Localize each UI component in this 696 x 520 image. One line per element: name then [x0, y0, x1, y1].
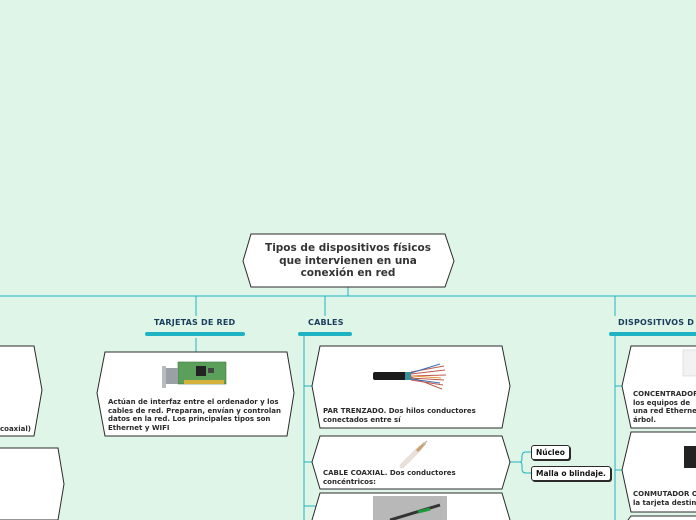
twisted-pair-cable-image — [373, 363, 447, 390]
heading-cables[interactable]: CABLES — [308, 318, 344, 327]
dispositivo-conmutador-text[interactable]: CONMUTADOR O la tarjeta destin — [633, 490, 696, 507]
switch-image — [684, 446, 696, 468]
heading-dispositivos[interactable]: DISPOSITIVOS D — [618, 318, 695, 327]
coaxial-part-malla[interactable]: Malla o blindaje. — [531, 466, 611, 481]
left-card-partial-text[interactable]: coaxial) — [0, 425, 31, 433]
cable-par-trenzado-text[interactable]: PAR TRENZADO. Dos hilos conductores cone… — [323, 407, 476, 424]
coaxial-cable-image — [399, 440, 428, 469]
tarjetas-description[interactable]: Actúan de interfaz entre el ordenador y … — [108, 398, 281, 432]
heading-tarjetas-de-red[interactable]: TARJETAS DE RED — [154, 318, 236, 327]
central-node-title[interactable]: Tipos de dispositivos físicos que interv… — [265, 242, 431, 279]
hub-image — [682, 349, 696, 377]
fiber-cable-image — [373, 496, 447, 520]
dispositivo-concentrador-text[interactable]: CONCENTRADOR los equipos de una red Ethe… — [633, 390, 696, 424]
coaxial-part-nucleo[interactable]: Núcleo — [531, 445, 570, 460]
heading-bar-dispositivos — [609, 332, 696, 336]
heading-bar-tarjetas — [145, 332, 245, 336]
heading-bar-cables — [298, 332, 352, 336]
network-card-image — [162, 361, 227, 388]
cable-coaxial-text[interactable]: CABLE COAXIAL. Dos conductores concéntri… — [323, 469, 456, 486]
